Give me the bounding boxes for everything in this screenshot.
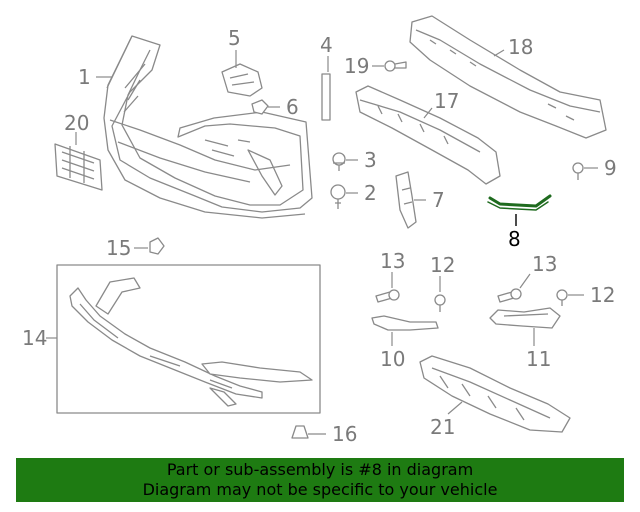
clip-16-part: [291, 425, 309, 439]
callout-14: 14: [22, 326, 47, 350]
callout-18: 18: [508, 35, 533, 59]
bumper-cover-part: [103, 35, 313, 219]
screw-2-part: [330, 184, 346, 209]
callout-13-right: 13: [532, 252, 557, 276]
lower-moulding-14-part: [69, 277, 313, 407]
under-cover-21-part: [419, 355, 571, 433]
bolt-13-left-part: [375, 289, 400, 303]
footer-line-1: Part or sub-assembly is #8 in diagram: [166, 460, 474, 479]
retainer-8-highlighted-part: [487, 194, 552, 211]
callout-19: 19: [344, 54, 369, 78]
footer-line-2: Diagram may not be specific to your vehi…: [142, 480, 498, 499]
callout-9: 9: [604, 156, 617, 180]
bracket-11-part: [489, 307, 561, 329]
callout-7: 7: [432, 188, 445, 212]
callout-12-right: 12: [590, 283, 615, 307]
sub-assembly-14-box: [56, 264, 321, 414]
callout-8: 8: [508, 227, 521, 251]
callout-2: 2: [364, 181, 377, 205]
bolt-13-right-part: [497, 288, 522, 303]
absorber-17-part: [355, 85, 501, 185]
clip-15-part: [149, 237, 165, 255]
callout-4: 4: [320, 33, 333, 57]
callout-12-left: 12: [430, 253, 455, 277]
callout-20: 20: [64, 111, 89, 135]
leader-17: [423, 107, 433, 119]
bracket-10-part: [371, 315, 439, 331]
reinforcement-18-part: [409, 15, 607, 139]
callout-13-left: 13: [380, 249, 405, 273]
callout-21: 21: [430, 415, 455, 439]
callout-15: 15: [106, 236, 131, 260]
side-bracket-7-part: [395, 171, 417, 229]
clip-6-part: [251, 99, 269, 115]
screw-3-part: [332, 152, 346, 171]
strip-4-part: [321, 73, 331, 121]
callout-10: 10: [380, 347, 405, 371]
parts-diagram: 1 20 5 6 4 3 2 7: [22, 15, 617, 446]
license-bracket-part: [54, 143, 103, 191]
leader-13-right: [519, 273, 531, 289]
clip-9-part: [572, 162, 584, 180]
callout-3: 3: [364, 148, 377, 172]
callout-6: 6: [286, 95, 299, 119]
callout-16: 16: [332, 422, 357, 446]
clip-12-left-part: [434, 294, 446, 312]
leader-18: [493, 49, 505, 57]
footer-banner: Part or sub-assembly is #8 in diagram Di…: [16, 458, 624, 502]
clip-12-right-part: [556, 289, 568, 306]
leader-21: [447, 401, 463, 415]
bracket-5-part: [221, 63, 263, 97]
callout-11: 11: [526, 347, 551, 371]
callout-5: 5: [228, 26, 241, 50]
callout-1: 1: [78, 65, 91, 89]
bolt-19-part: [384, 60, 407, 72]
callout-17: 17: [434, 89, 459, 113]
